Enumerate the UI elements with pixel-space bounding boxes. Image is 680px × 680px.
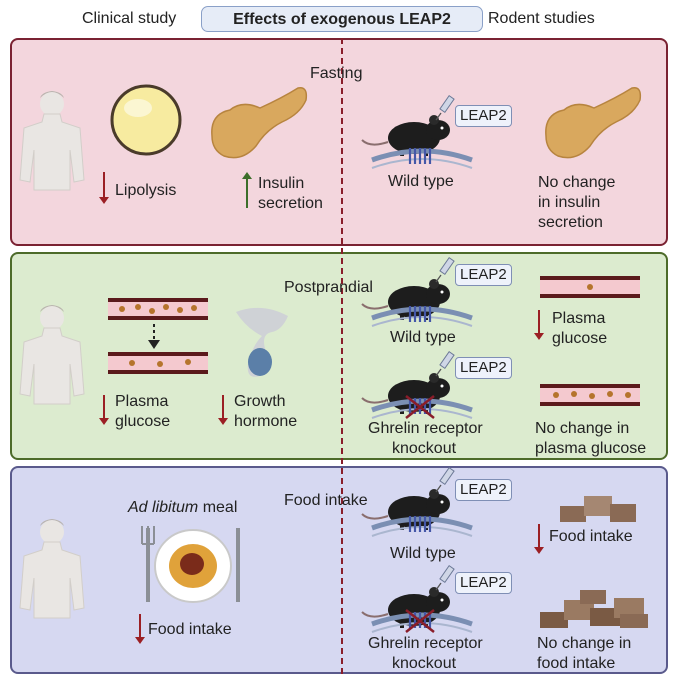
gh-label-line1: Growth [234, 393, 286, 410]
rodent-plasma-down-arrow-icon [534, 310, 544, 340]
wild-type-label: Wild type [390, 329, 456, 346]
adipocyte-icon [110, 84, 182, 156]
leap2-tag: LEAP2 [455, 572, 512, 594]
no-change-insulin-line1: No change [538, 174, 616, 191]
food-intake-section-label: Food intake [284, 492, 368, 509]
blood-vessel-icon [540, 276, 640, 298]
meal-label-italic: Ad libitum [128, 499, 199, 516]
postprandial-section-label: Postprandial [284, 279, 373, 296]
ko-label-line2: knockout [392, 655, 457, 672]
food-intake-down-arrow-icon [135, 614, 145, 644]
food-intake-label: Food intake [148, 621, 232, 638]
lipolysis-label: Lipolysis [115, 182, 177, 199]
leap2-tag: LEAP2 [455, 264, 512, 286]
rodent-food-intake-label: Food intake [549, 528, 633, 545]
human-figure-icon [19, 90, 85, 191]
no-change-glucose-line2: plasma glucose [535, 440, 647, 457]
meal-label-rest: meal [198, 499, 238, 516]
human-figure-icon [19, 518, 85, 619]
food-pile-icon [540, 590, 648, 628]
wild-type-label: Wild type [388, 173, 454, 190]
insulin-label-line2: secretion [258, 195, 323, 212]
rodent-studies-label: Rodent studies [488, 10, 595, 27]
pancreas-icon [545, 87, 642, 159]
leap2-tag: LEAP2 [455, 357, 512, 379]
insulin-label-line1: Insulin [258, 175, 305, 192]
no-change-insulin-line3: secretion [538, 214, 603, 231]
food-pellets-icon [560, 496, 636, 522]
food-intake-panel [10, 466, 668, 674]
rodent-food-down-arrow-icon [534, 524, 544, 554]
ko-label-line1: Ghrelin receptor [368, 420, 483, 437]
leap2-tag: LEAP2 [455, 105, 512, 127]
lipolysis-down-arrow-icon [99, 172, 109, 204]
wild-type-label: Wild type [390, 545, 456, 562]
pancreas-icon [211, 87, 308, 159]
knocked-out-receptor-icon [372, 395, 472, 430]
knocked-out-receptor-icon [372, 609, 472, 644]
leap2-tag: LEAP2 [455, 479, 512, 501]
fasting-section-label: Fasting [310, 65, 363, 82]
no-change-food-line1: No change in [537, 635, 632, 652]
plasma-label-line1: Plasma [115, 393, 169, 410]
meal-label: Ad libitum meal [128, 498, 237, 517]
plasma-glucose-down-arrow-icon [99, 395, 109, 425]
no-change-insulin-line2: in insulin [538, 194, 601, 211]
gh-label-line2: hormone [234, 413, 298, 430]
insulin-up-arrow-icon [242, 172, 252, 208]
clinical-rodent-divider [341, 38, 343, 674]
no-change-food-line2: food intake [537, 655, 616, 672]
figure-title: Effects of exogenous LEAP2 [201, 6, 483, 32]
dashed-down-arrow-icon [148, 324, 160, 349]
plasma-label-line2: glucose [115, 413, 171, 430]
blood-vessel-icon [540, 384, 640, 406]
ko-label-line2: knockout [392, 440, 457, 457]
rodent-plasma-label-line1: Plasma [552, 310, 606, 327]
blood-vessel-icon [108, 352, 208, 374]
growth-hormone-down-arrow-icon [218, 395, 228, 425]
pituitary-gland-icon [236, 307, 288, 377]
spaghetti-plate-icon [141, 526, 240, 603]
ko-label-line1: Ghrelin receptor [368, 635, 483, 652]
no-change-glucose-line1: No change in [535, 420, 630, 437]
human-figure-icon [19, 304, 85, 405]
clinical-study-label: Clinical study [82, 10, 177, 27]
blood-vessel-icon [108, 298, 208, 320]
rodent-plasma-label-line2: glucose [552, 330, 608, 347]
